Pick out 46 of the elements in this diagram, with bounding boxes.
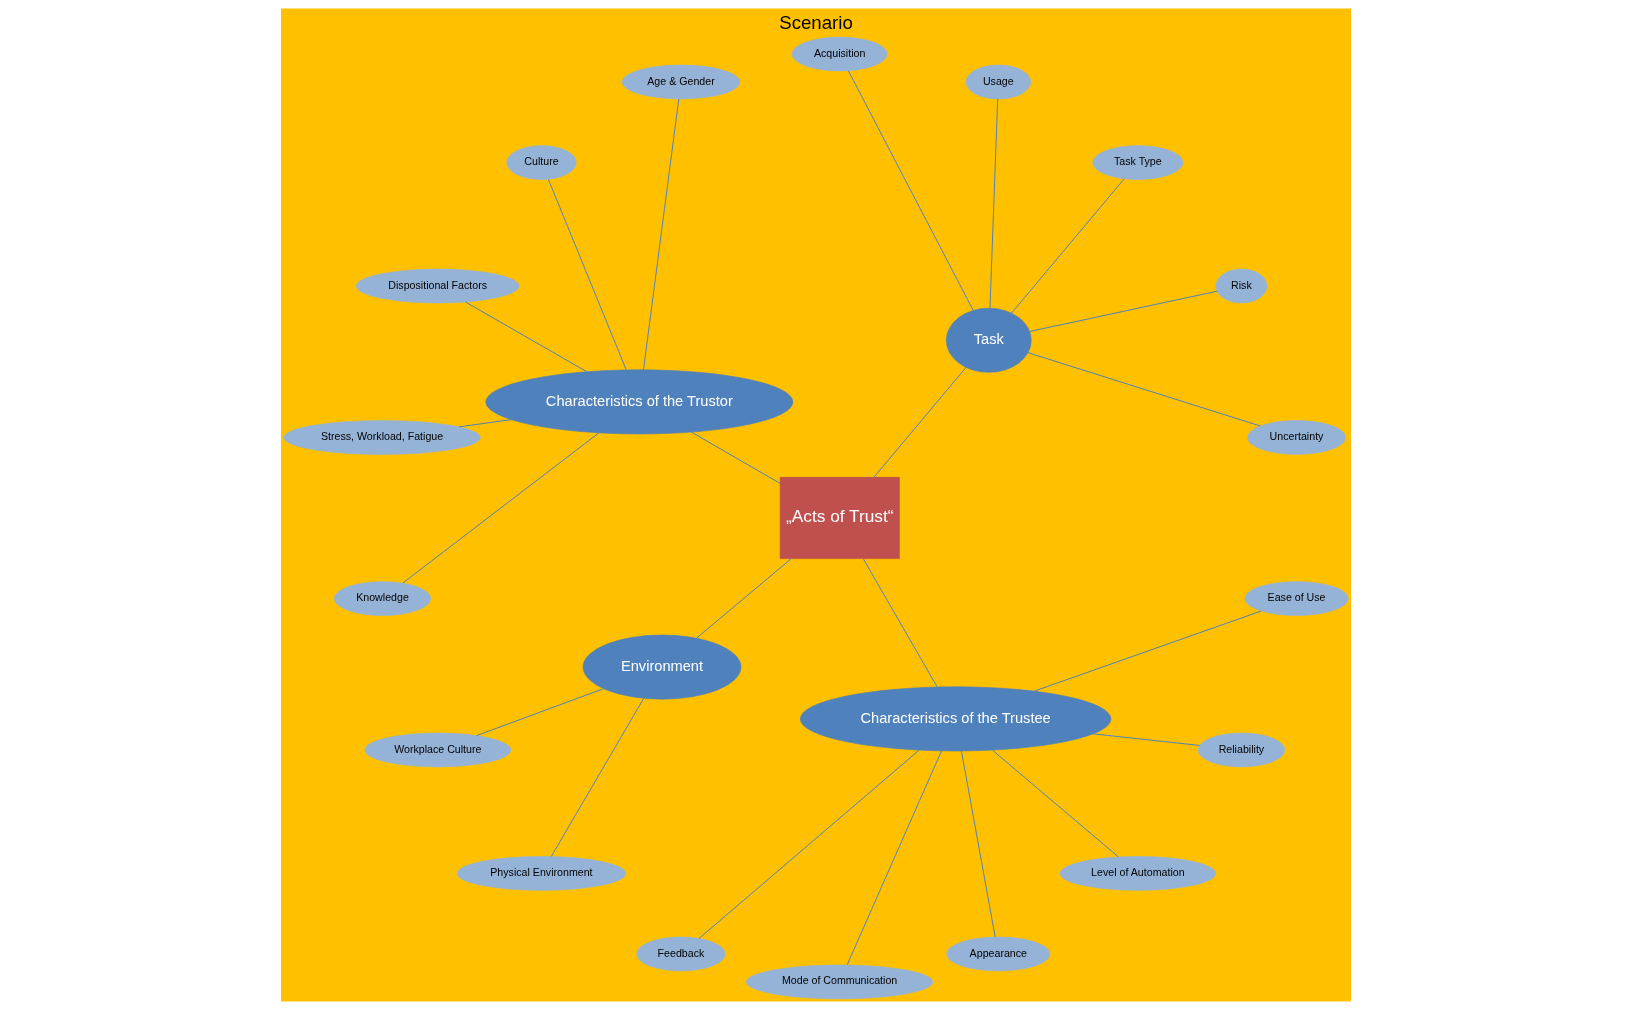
connector [862,558,938,688]
connector [401,432,599,584]
node-ellipse: Environment [582,634,741,700]
node-ellipse: Level of Automation [1059,856,1216,891]
connector [695,558,792,639]
node-ellipse: Usage [965,64,1031,100]
connector [464,301,587,373]
node-ellipse: Appearance [945,936,1050,972]
node-ellipse: Culture [505,145,577,180]
connector [698,749,920,939]
node-box: „Acts of Trust“ [779,477,900,559]
node-ellipse: Characteristics of the Trustor [485,369,793,435]
connector [1010,178,1125,314]
node-ellipse: Physical Environment [456,856,626,891]
node-ellipse: Age & Gender [621,64,740,100]
node-ellipse: Risk [1215,268,1267,304]
connector [690,431,781,484]
connector [991,749,1119,858]
connector [872,366,967,478]
node-ellipse: Characteristics of the Trustee [799,686,1111,752]
connector [547,178,627,371]
node-ellipse: Task Type [1091,145,1183,180]
node-ellipse: Reliability [1197,732,1285,768]
node-ellipse: Mode of Communication [745,964,933,1000]
connector [642,98,679,371]
connector [1092,733,1200,746]
connector [1027,352,1261,427]
node-ellipse: Dispositional Factors [355,268,519,304]
connector [846,750,942,966]
connector [960,750,996,938]
connector [550,697,644,857]
connector [475,688,604,737]
connector [988,98,998,309]
node-ellipse: Uncertainty [1246,420,1346,455]
connector [1028,290,1218,332]
node-ellipse: Feedback [635,936,725,972]
node-ellipse: Acquisition [791,36,887,72]
connector [1033,610,1262,692]
node-ellipse: Ease of Use [1244,581,1349,616]
node-ellipse: Task [945,307,1032,373]
node-ellipse: Workplace Culture [363,732,511,768]
connector [457,419,512,428]
diagram-title: Scenario [778,11,853,33]
connector [847,70,974,311]
node-ellipse: Stress, Workload, Fatigue [282,420,481,455]
node-ellipse: Knowledge [333,581,431,616]
